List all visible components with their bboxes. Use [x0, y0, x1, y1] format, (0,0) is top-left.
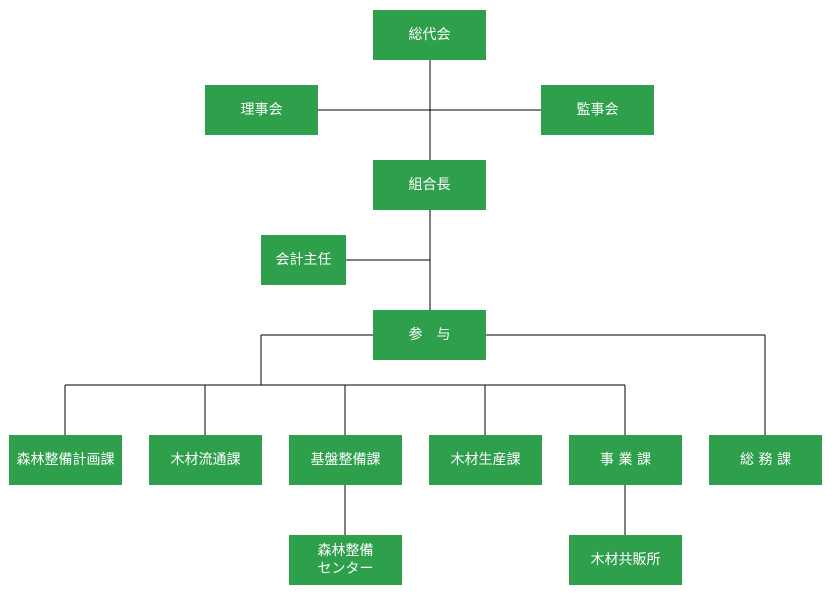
- dept-infrastructure-box: 基盤整備課: [289, 435, 402, 485]
- dept-timber-distribution-label: 木材流通課: [170, 452, 241, 468]
- general-meeting-label: 総代会: [408, 27, 451, 43]
- timber-market-label: 木材共販所: [590, 552, 661, 568]
- timber-market-box: 木材共販所: [569, 535, 682, 585]
- auditors-box: 監事会: [541, 85, 654, 135]
- forest-center-label-line2: センター: [317, 561, 374, 577]
- forest-center-box: 森林整備 センター: [289, 535, 402, 585]
- dept-business-label: 事 業 課: [600, 452, 651, 468]
- board-box: 理事会: [205, 85, 318, 135]
- forest-center-label-line1: 森林整備: [317, 543, 374, 559]
- dept-business-box: 事 業 課: [569, 435, 682, 485]
- auditors-label: 監事会: [576, 102, 619, 118]
- president-label: 組合長: [408, 177, 451, 193]
- board-label: 理事会: [240, 102, 283, 118]
- advisor-label: 参 与: [408, 327, 451, 343]
- accountant-label: 会計主任: [275, 252, 332, 268]
- president-box: 組合長: [373, 160, 486, 210]
- dept-timber-production-box: 木材生産課: [429, 435, 542, 485]
- advisor-box: 参 与: [373, 310, 486, 360]
- dept-general-affairs-label: 総 務 課: [740, 452, 791, 468]
- dept-forest-planning-label: 森林整備計画課: [16, 452, 115, 468]
- dept-timber-production-label: 木材生産課: [450, 452, 521, 468]
- general-meeting-box: 総代会: [373, 10, 486, 60]
- dept-infrastructure-label: 基盤整備課: [310, 452, 381, 468]
- dept-timber-distribution-box: 木材流通課: [149, 435, 262, 485]
- accountant-box: 会計主任: [261, 235, 346, 285]
- dept-general-affairs-box: 総 務 課: [709, 435, 822, 485]
- dept-forest-planning-box: 森林整備計画課: [9, 435, 122, 485]
